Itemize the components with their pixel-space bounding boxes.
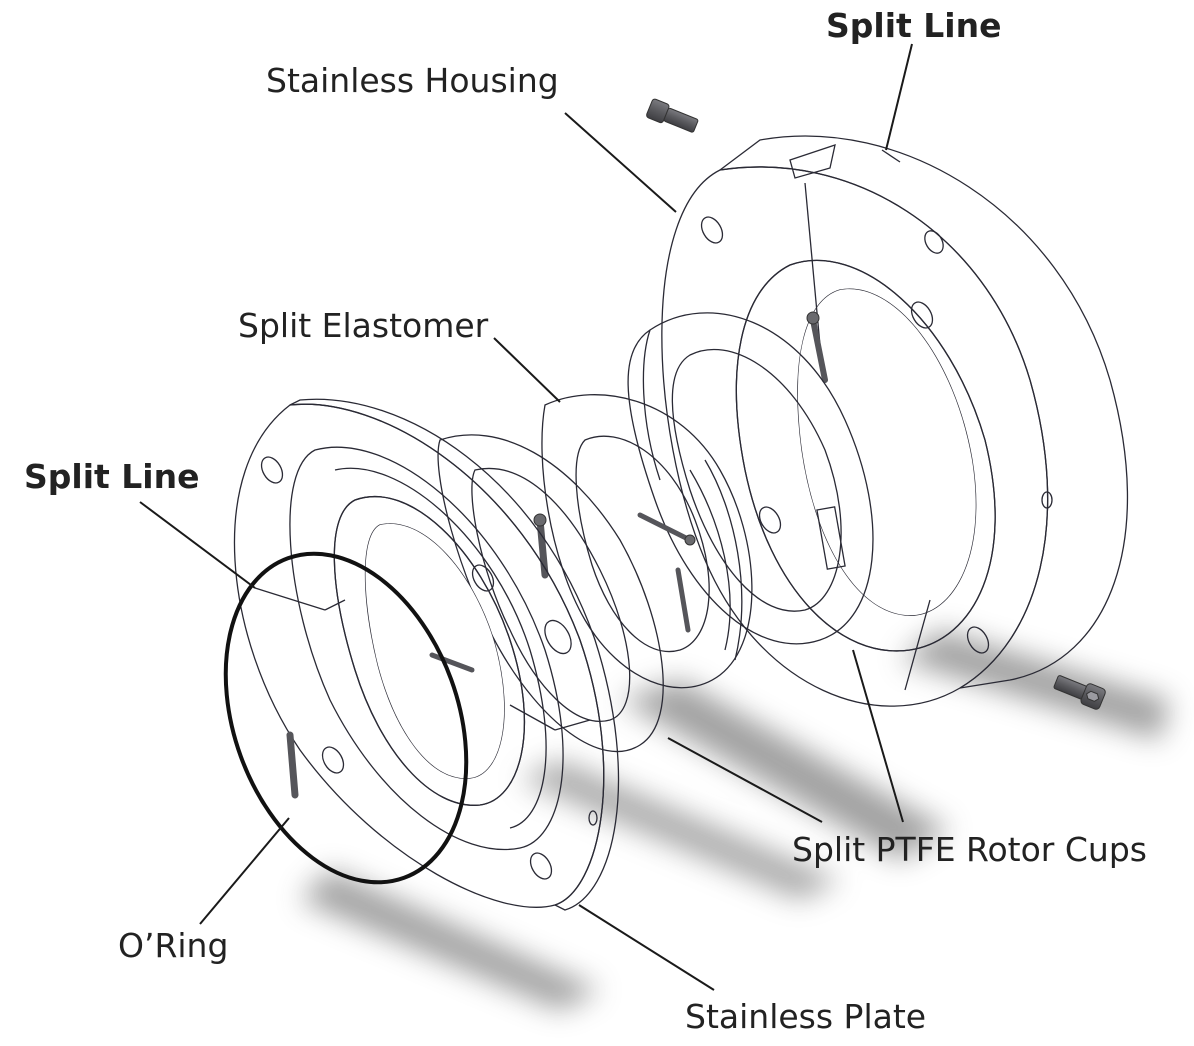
plate-bolt-hole [544,619,572,655]
housing-split-line-band [881,149,901,163]
plate-side-hole [588,810,598,826]
label-split-ptfe-rotor-cups: Split PTFE Rotor Cups [792,830,1147,869]
elastomer-pin [675,567,691,633]
split-elastomer [541,394,753,689]
leader-split-elastomer [493,337,561,403]
hex-socket-icon [1086,690,1100,702]
plate-spigot-outer [289,446,564,851]
label-o-ring: O’Ring [118,926,228,965]
housing-pin [810,317,828,383]
leader-o-ring [199,817,290,925]
housing-pin-head [806,311,820,325]
plate-split-line-right [509,704,556,731]
leader-stainless-housing [564,112,677,213]
bolt-shank [663,107,699,133]
ptfe-cup-rear-key [816,506,846,570]
elastomer-groove [704,459,743,661]
housing-opening [797,289,976,616]
plate-split-line-left [254,587,326,611]
plate-spigot-inner [334,467,547,829]
stainless-housing [661,135,1129,707]
label-split-line-top: Split Line [826,6,1002,45]
leader-ptfe-cup-rear [852,649,904,823]
housing-bolt-hole [924,230,944,254]
plate-bolt-hole [471,564,495,592]
leader-ptfe-cup-front [667,737,823,823]
elastomer-pin-head [684,534,696,546]
housing-split-line-bottom [904,599,931,691]
leader-lines [139,43,913,991]
elastomer-groove [689,469,731,651]
leader-stainless-plate [578,904,715,991]
ptfe-cup-rear-body [627,312,874,645]
plate-pin [429,652,475,673]
housing-split-notch [789,144,836,179]
ptfe-front-bolt-head [533,513,547,527]
ground-shadows [300,630,1170,1010]
housing-bolt-hole [966,626,990,654]
leader-split-line-left [139,501,256,589]
plate-split-line-right-outer [554,719,591,731]
label-stainless-plate: Stainless Plate [685,997,926,1036]
ptfe-cup-rear-inner-edge [642,329,661,481]
plate-bolt-hole [321,746,345,774]
elastomer-body [541,394,753,689]
label-split-line-left: Split Line [24,457,200,496]
plate-opening [365,523,505,779]
o-ring [223,551,469,885]
plate-bolt-hole [260,456,284,484]
stainless-plate [233,398,620,911]
housing-side-hole [1041,491,1053,509]
ptfe-rotor-cup-rear [627,312,874,645]
plate-split-line-left-inner [324,599,346,611]
housing-bolt-hole [700,216,724,244]
plate-pin [286,731,299,799]
leader-split-line-top [885,43,913,151]
label-split-elastomer: Split Elastomer [238,306,489,345]
bolt-bottom [1053,675,1106,710]
elastomer-pin [637,512,693,543]
labels: Split Line Stainless Housing Split Elast… [24,6,1147,1036]
plate-bolt-hole [529,852,553,880]
housing-bolt-hole [758,506,782,534]
bolt-top [646,98,699,133]
label-stainless-housing: Stainless Housing [266,61,559,100]
housing-bolt-hole [910,301,934,329]
